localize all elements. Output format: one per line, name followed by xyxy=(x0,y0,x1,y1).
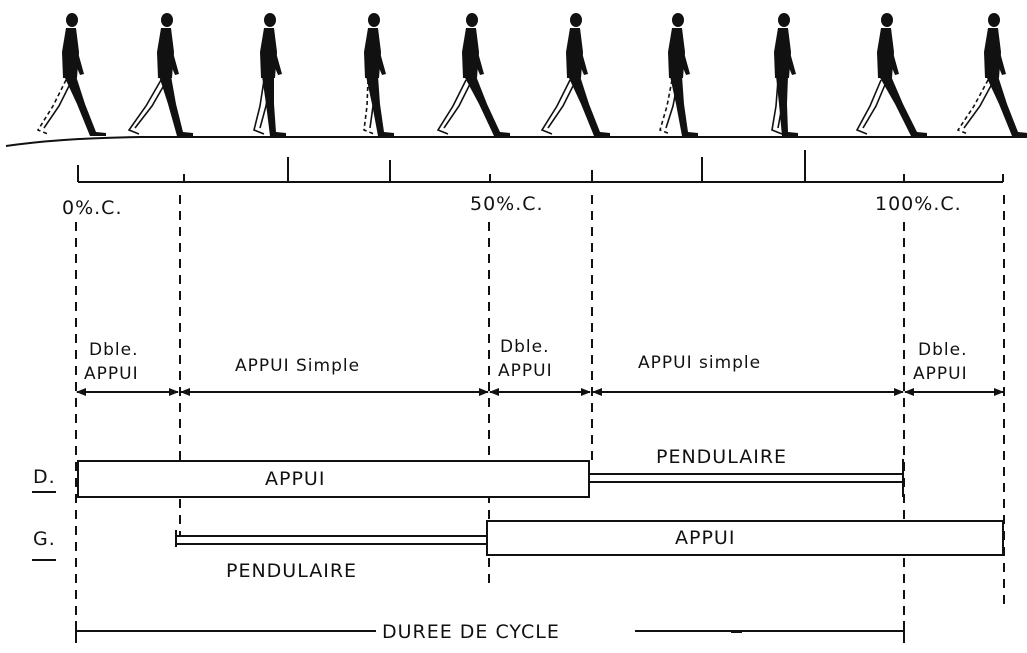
left-leg-label: G. xyxy=(33,528,56,550)
right-leg-row: D. APPUI PENDULAIRE xyxy=(32,446,903,497)
right-stance-bar xyxy=(78,461,589,497)
phase-labels: Dble. APPUI APPUI Simple Dble. APPUI APP… xyxy=(84,337,968,384)
phase-double-support-2-line1: Dble. xyxy=(500,337,549,357)
walker-silhouette-5 xyxy=(438,13,510,136)
phase-double-support-1-line1: Dble. xyxy=(89,340,138,360)
walker-sequence xyxy=(38,13,1027,136)
left-swing-bar xyxy=(176,536,487,544)
cycle-duration: DUREE DE CYCLE xyxy=(76,621,904,643)
walker-silhouette-4 xyxy=(364,13,394,136)
right-stance-label: APPUI xyxy=(265,468,325,490)
phase-single-support-1: APPUI Simple xyxy=(235,356,360,376)
left-stance-bar xyxy=(487,521,1003,555)
phase-double-support-3-line1: Dble. xyxy=(918,340,967,360)
walker-silhouette-2 xyxy=(129,13,193,136)
walker-silhouette-10 xyxy=(958,13,1027,136)
label-50-percent: 50%.C. xyxy=(470,193,544,215)
walker-silhouette-1 xyxy=(38,13,106,136)
label-100-percent: 100%.C. xyxy=(875,193,962,215)
phase-single-support-2: APPUI simple xyxy=(638,353,761,373)
phase-guide-lines xyxy=(76,195,1004,635)
walker-silhouette-8 xyxy=(772,13,798,136)
right-leg-label: D. xyxy=(33,466,56,488)
phase-double-support-1-line2: APPUI xyxy=(84,364,139,384)
cycle-scale-bar xyxy=(78,150,1003,182)
walker-silhouette-9 xyxy=(857,13,927,136)
label-0-percent: 0%.C. xyxy=(62,197,123,219)
phase-double-support-3-line2: APPUI xyxy=(913,364,968,384)
walker-silhouette-7 xyxy=(660,13,698,136)
left-swing-label: PENDULAIRE xyxy=(226,560,357,582)
left-stance-label: APPUI xyxy=(675,527,735,549)
right-swing-bar xyxy=(589,474,903,482)
ground-line xyxy=(6,137,1027,146)
right-swing-label: PENDULAIRE xyxy=(656,446,787,468)
phase-double-support-2-line2: APPUI xyxy=(498,361,553,381)
left-leg-row: G. PENDULAIRE APPUI xyxy=(32,521,1003,582)
walker-silhouette-6 xyxy=(542,13,610,136)
cycle-duration-label: DUREE DE CYCLE xyxy=(382,621,560,643)
walker-silhouette-3 xyxy=(254,13,286,136)
